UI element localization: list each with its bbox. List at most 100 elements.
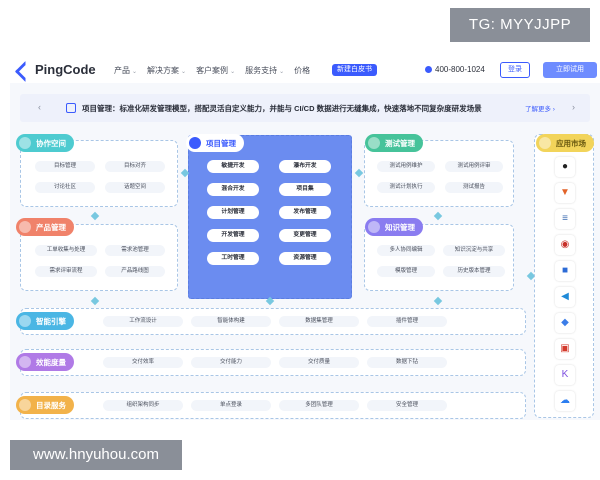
gitlab-icon[interactable]: ▼ bbox=[555, 183, 575, 203]
module-engine: 工作流设计 智能体构建 数据集管理 插件管理 bbox=[20, 308, 526, 335]
test-item[interactable]: 测试报告 bbox=[445, 182, 503, 193]
module-project: 敏捷开发 瀑布开发 混合开发 项目集 计划管理 发布管理 开发管理 变更管理 工… bbox=[188, 135, 352, 299]
nav-item-product[interactable]: 产品⌄ bbox=[114, 65, 137, 76]
module-app-market: ● ▼ ≡ ◉ ■ ◀ ◆ ▣ K ☁ bbox=[534, 134, 594, 418]
learn-more-link[interactable]: 了解更多 › bbox=[525, 106, 555, 113]
jenkins-icon[interactable]: ≡ bbox=[555, 209, 575, 229]
new-whitepaper-badge[interactable]: 新建白皮书 bbox=[332, 64, 377, 76]
directory-item[interactable]: 单点登录 bbox=[191, 400, 271, 411]
collab-item[interactable]: 目标对齐 bbox=[105, 161, 165, 172]
project-item[interactable]: 工时管理 bbox=[207, 252, 259, 265]
nav-item-support[interactable]: 服务支持⌄ bbox=[245, 65, 284, 76]
engine-item[interactable]: 智能体构建 bbox=[191, 316, 271, 327]
project-item[interactable]: 项目集 bbox=[279, 183, 331, 196]
module-collab: 目标管理 目标对齐 讨论社区 话题空间 bbox=[20, 140, 178, 207]
apps-title[interactable]: 应用市场 bbox=[536, 134, 594, 152]
nav-label: 产品 bbox=[114, 66, 130, 75]
nav-item-solutions[interactable]: 解决方案⌄ bbox=[147, 65, 186, 76]
project-icon bbox=[66, 103, 76, 113]
metrics-item[interactable]: 交付质量 bbox=[279, 357, 359, 368]
test-icon bbox=[368, 137, 380, 149]
connector-dot bbox=[433, 296, 443, 306]
watermark-bottom: www.hnyuhou.com bbox=[10, 440, 182, 470]
feature-banner: ‹ 项目管理：标准化研发管理模型，搭配灵活自定义能力，并能与 CI/CD 数据进… bbox=[20, 94, 590, 122]
project-icon bbox=[189, 137, 201, 149]
knowledge-title[interactable]: 知识管理 bbox=[365, 218, 423, 236]
directory-item[interactable]: 多团队管理 bbox=[279, 400, 359, 411]
product-item[interactable]: 工单收集与处理 bbox=[35, 245, 97, 256]
chevron-down-icon: ⌄ bbox=[279, 69, 285, 75]
collab-item[interactable]: 话题空间 bbox=[105, 182, 165, 193]
test-item[interactable]: 测试用例评审 bbox=[445, 161, 503, 172]
google-icon[interactable]: ◆ bbox=[555, 313, 575, 333]
collab-title[interactable]: 协作空间 bbox=[16, 134, 74, 152]
product-title[interactable]: 产品管理 bbox=[16, 218, 74, 236]
gitee-red-icon[interactable]: ▣ bbox=[555, 339, 575, 359]
nav-item-cases[interactable]: 客户案例⌄ bbox=[196, 65, 235, 76]
logo[interactable]: PingCode bbox=[17, 62, 96, 77]
engine-icon bbox=[19, 315, 31, 327]
project-item[interactable]: 变更管理 bbox=[279, 229, 331, 242]
chevron-down-icon: ⌄ bbox=[230, 69, 236, 75]
product-icon bbox=[19, 221, 31, 233]
project-item[interactable]: 资源管理 bbox=[279, 252, 331, 265]
banner-prev-icon[interactable]: ‹ bbox=[38, 102, 41, 112]
engine-title-label: 智能引擎 bbox=[36, 316, 66, 326]
engine-item[interactable]: 数据集管理 bbox=[279, 316, 359, 327]
knowledge-item[interactable]: 历史版本管理 bbox=[443, 266, 505, 277]
engine-item[interactable]: 插件管理 bbox=[367, 316, 447, 327]
project-title[interactable]: 项目管理 bbox=[186, 134, 244, 152]
phone-number[interactable]: 400-800-1024 bbox=[425, 65, 485, 74]
page-frame: PingCode 产品⌄ 解决方案⌄ 客户案例⌄ 服务支持⌄ 价格 新建白皮书 … bbox=[10, 58, 600, 420]
project-item[interactable]: 发布管理 bbox=[279, 206, 331, 219]
project-item[interactable]: 开发管理 bbox=[207, 229, 259, 242]
metrics-title-label: 效能度量 bbox=[36, 357, 66, 367]
top-navbar: PingCode 产品⌄ 解决方案⌄ 客户案例⌄ 服务支持⌄ 价格 新建白皮书 … bbox=[10, 58, 600, 83]
nav-label: 解决方案 bbox=[147, 66, 180, 75]
directory-item[interactable]: 组织架构同步 bbox=[103, 400, 183, 411]
cloud-icon[interactable]: ☁ bbox=[555, 391, 575, 411]
metrics-item[interactable]: 交付效率 bbox=[103, 357, 183, 368]
main-nav: 产品⌄ 解决方案⌄ 客户案例⌄ 服务支持⌄ 价格 bbox=[114, 65, 310, 76]
banner-text: 项目管理：标准化研发管理模型，搭配灵活自定义能力，并能与 CI/CD 数据进行无… bbox=[82, 104, 482, 113]
project-item[interactable]: 敏捷开发 bbox=[207, 160, 259, 173]
apps-title-label: 应用市场 bbox=[556, 138, 586, 148]
knowledge-item[interactable]: 多人协同编辑 bbox=[377, 245, 435, 256]
directory-title[interactable]: 目录服务 bbox=[16, 396, 74, 414]
engine-item[interactable]: 工作流设计 bbox=[103, 316, 183, 327]
engine-title[interactable]: 智能引擎 bbox=[16, 312, 74, 330]
free-trial-button[interactable]: 立即试用 bbox=[543, 62, 597, 78]
knowledge-item[interactable]: 知识沉淀与共享 bbox=[443, 245, 505, 256]
project-item[interactable]: 计划管理 bbox=[207, 206, 259, 219]
github-icon[interactable]: ● bbox=[555, 157, 575, 177]
project-item[interactable]: 混合开发 bbox=[207, 183, 259, 196]
knowledge-title-label: 知识管理 bbox=[385, 222, 415, 232]
product-item[interactable]: 需求池管理 bbox=[105, 245, 165, 256]
product-item[interactable]: 需求评审流程 bbox=[35, 266, 97, 277]
nav-label: 客户案例 bbox=[196, 66, 229, 75]
chevron-down-icon: ⌄ bbox=[181, 69, 187, 75]
collab-item[interactable]: 目标管理 bbox=[35, 161, 95, 172]
vscode-icon[interactable]: ◀ bbox=[555, 287, 575, 307]
test-item[interactable]: 测试计划执行 bbox=[377, 182, 435, 193]
test-item[interactable]: 测试用例维护 bbox=[377, 161, 435, 172]
gitee-icon[interactable]: ◉ bbox=[555, 235, 575, 255]
knowledge-item[interactable]: 模版管理 bbox=[377, 266, 435, 277]
metrics-title[interactable]: 效能度量 bbox=[16, 353, 74, 371]
collab-item[interactable]: 讨论社区 bbox=[35, 182, 95, 193]
bitbucket-icon[interactable]: ■ bbox=[555, 261, 575, 281]
product-item[interactable]: 产品路线图 bbox=[105, 266, 165, 277]
login-button[interactable]: 登录 bbox=[500, 62, 530, 78]
module-directory: 组织架构同步 单点登录 多团队管理 安全管理 bbox=[20, 392, 526, 419]
metrics-item[interactable]: 数据下钻 bbox=[367, 357, 447, 368]
banner-next-icon[interactable]: › bbox=[572, 102, 575, 112]
module-test: 测试用例维护 测试用例评审 测试计划执行 测试报告 bbox=[364, 140, 514, 207]
connector-dot bbox=[354, 168, 364, 178]
directory-item[interactable]: 安全管理 bbox=[367, 400, 447, 411]
metrics-item[interactable]: 交付能力 bbox=[191, 357, 271, 368]
product-title-label: 产品管理 bbox=[36, 222, 66, 232]
test-title[interactable]: 测试管理 bbox=[365, 134, 423, 152]
kotlin-icon[interactable]: K bbox=[555, 365, 575, 385]
project-item[interactable]: 瀑布开发 bbox=[279, 160, 331, 173]
nav-item-pricing[interactable]: 价格 bbox=[294, 66, 311, 75]
